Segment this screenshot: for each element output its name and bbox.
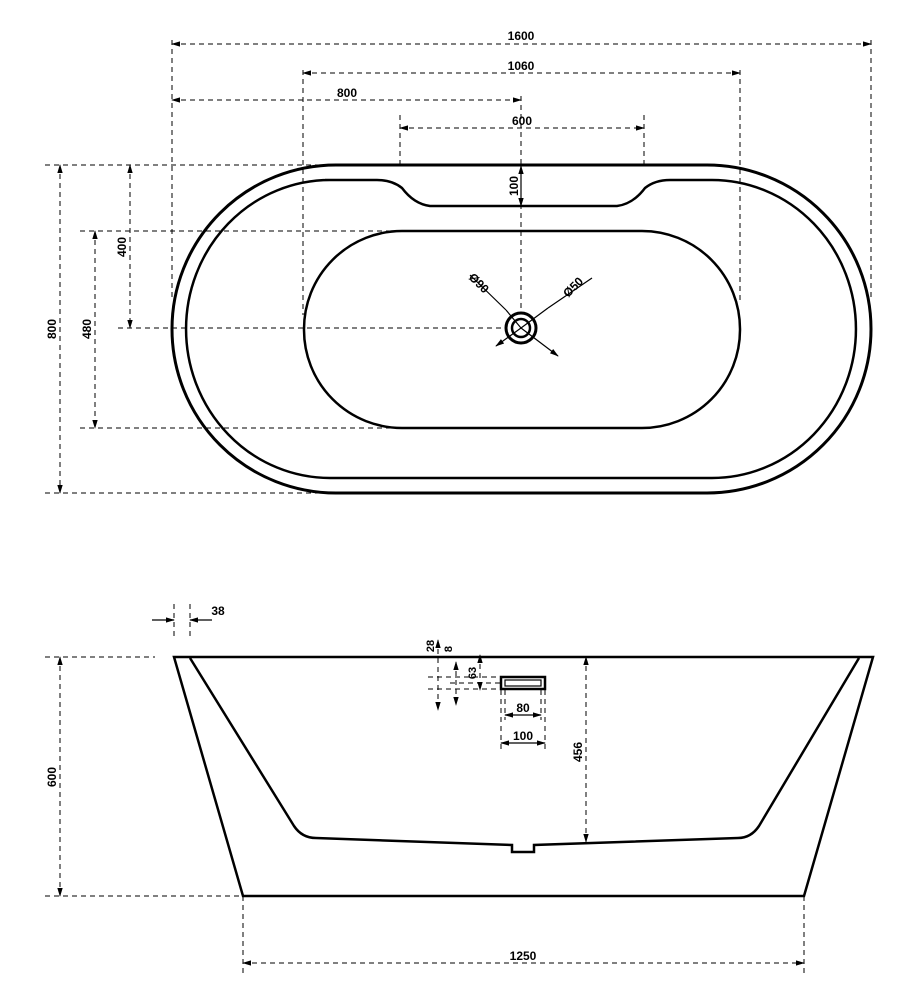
dim-label-400: 400: [115, 237, 129, 257]
top-view: 1600 1060 800 600 100 Ø90 Ø50 400 480 80…: [45, 29, 873, 495]
drain-outer-ring: [504, 311, 538, 345]
dim-label-480: 480: [80, 319, 94, 339]
dim-label-1600: 1600: [508, 29, 535, 43]
dim-label-800-horizontal: 800: [337, 86, 357, 100]
dim-label-1060: 1060: [508, 59, 535, 73]
side-view: 38 28 8 63 80 100 456 600 1250: [45, 604, 875, 975]
dim-label-63: 63: [467, 667, 479, 679]
drain-inner-leader: [505, 309, 522, 329]
dim-label-100-headrest: 100: [507, 176, 521, 196]
tub-outer-rim: [170, 163, 873, 495]
tub-side-outer: [172, 655, 875, 898]
dim-label-100-plate: 100: [513, 729, 533, 743]
dim-label-600: 600: [512, 114, 532, 128]
dim-label-1250: 1250: [510, 949, 537, 963]
drain-inner-ring: [510, 317, 532, 339]
dim-label-600-vertical: 600: [45, 767, 59, 787]
tub-side-inner: [188, 657, 861, 854]
dim-label-28: 28: [425, 640, 437, 652]
drain-inner-label: Ø50: [560, 274, 586, 300]
dim-label-456: 456: [571, 742, 585, 762]
tub-inner-rim: [184, 178, 858, 480]
dim-label-80: 80: [516, 701, 530, 715]
dim-label-800-vertical: 800: [45, 319, 59, 339]
drain-outer-leader: [495, 327, 522, 347]
overflow-slot: [504, 679, 542, 687]
dim-label-8: 8: [443, 646, 455, 652]
dim-label-38: 38: [211, 604, 225, 618]
overflow-plate: [499, 675, 547, 691]
tub-basin: [302, 229, 742, 430]
